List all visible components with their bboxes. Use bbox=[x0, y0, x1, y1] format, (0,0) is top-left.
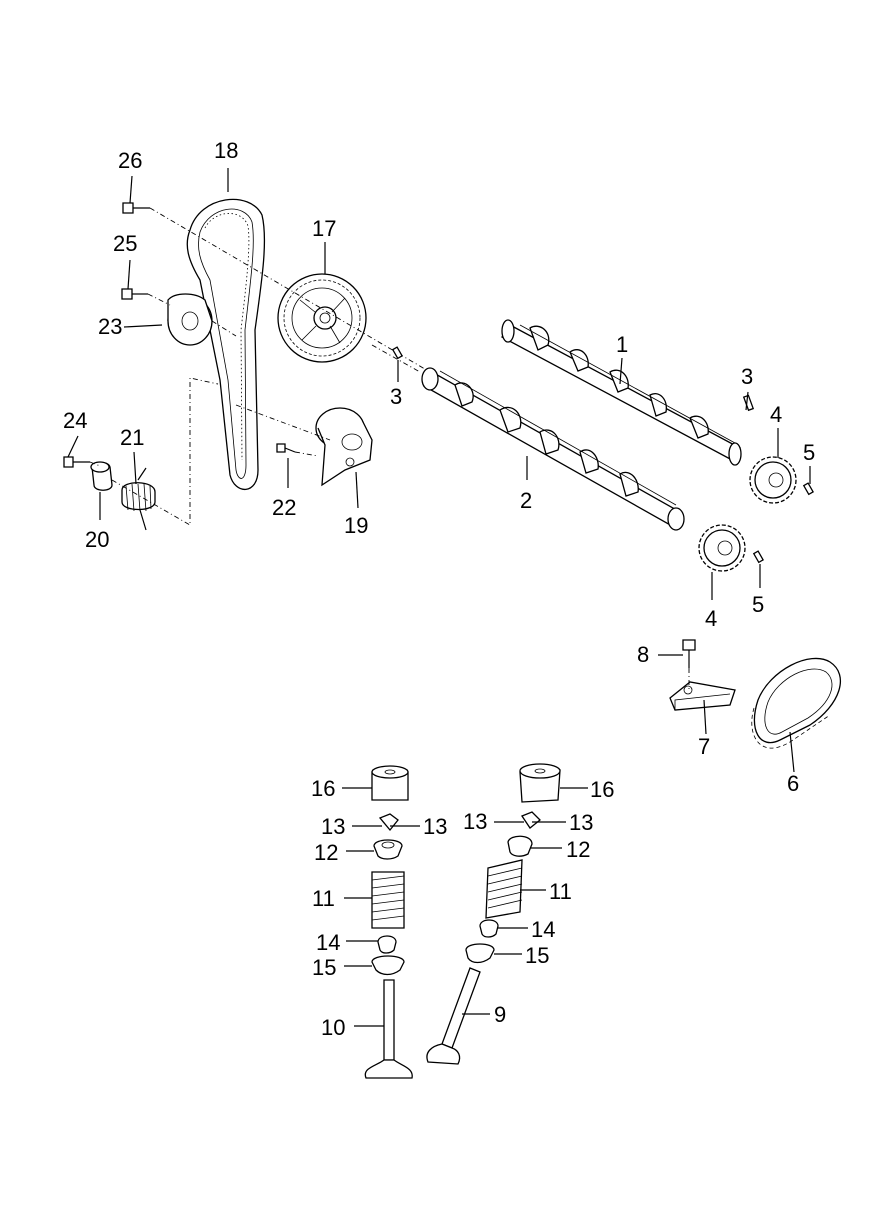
label-11b: 11 bbox=[549, 879, 572, 904]
label-25: 25 bbox=[113, 231, 137, 256]
camshaft-lower bbox=[421, 367, 685, 531]
label-13b: 13 bbox=[423, 814, 447, 839]
camshaft-upper bbox=[501, 319, 742, 466]
label-13a: 13 bbox=[321, 814, 345, 839]
label-14a: 14 bbox=[316, 930, 340, 955]
label-9: 9 bbox=[494, 1002, 506, 1027]
label-16a: 16 bbox=[311, 776, 335, 801]
label-17: 17 bbox=[312, 216, 336, 241]
label-1: 1 bbox=[616, 332, 628, 357]
bushing-and-spring bbox=[90, 461, 156, 531]
cam-gears-small bbox=[698, 456, 797, 572]
label-8: 8 bbox=[637, 642, 649, 667]
label-22: 22 bbox=[272, 495, 296, 520]
label-6: 6 bbox=[787, 771, 799, 796]
valve-train-right bbox=[426, 763, 561, 1065]
label-19: 19 bbox=[344, 513, 368, 538]
label-21: 21 bbox=[120, 425, 144, 450]
leader-lines bbox=[67, 168, 811, 1027]
label-10: 10 bbox=[321, 1015, 345, 1040]
label-12b: 12 bbox=[566, 837, 590, 862]
label-13c: 13 bbox=[463, 809, 487, 834]
label-2: 2 bbox=[520, 488, 532, 513]
label-24: 24 bbox=[63, 408, 87, 433]
label-15a: 15 bbox=[312, 955, 336, 980]
timing-belt bbox=[186, 198, 266, 491]
label-20: 20 bbox=[85, 527, 109, 552]
part-labels: 26 18 25 17 23 3 24 21 22 19 20 1 3 4 5 … bbox=[63, 138, 815, 1040]
bolts bbox=[63, 202, 296, 468]
label-3a: 3 bbox=[390, 384, 402, 409]
label-5b: 5 bbox=[752, 592, 764, 617]
chain-guide bbox=[669, 639, 736, 711]
valve-train-left bbox=[364, 765, 413, 1079]
center-lines bbox=[89, 207, 431, 526]
cam-sprocket bbox=[277, 273, 367, 363]
idler-pulley bbox=[167, 293, 213, 346]
label-18: 18 bbox=[214, 138, 238, 163]
timing-chain bbox=[751, 657, 841, 749]
label-16b: 16 bbox=[590, 777, 614, 802]
label-4a: 4 bbox=[770, 402, 782, 427]
label-15b: 15 bbox=[525, 943, 549, 968]
label-23: 23 bbox=[98, 314, 122, 339]
label-4b: 4 bbox=[705, 606, 717, 631]
label-7: 7 bbox=[698, 734, 710, 759]
tensioner bbox=[315, 407, 373, 487]
label-12a: 12 bbox=[314, 840, 338, 865]
label-3b: 3 bbox=[741, 364, 753, 389]
label-5a: 5 bbox=[803, 440, 815, 465]
label-13d: 13 bbox=[569, 810, 593, 835]
label-14b: 14 bbox=[531, 917, 555, 942]
label-11a: 11 bbox=[312, 886, 335, 911]
label-26: 26 bbox=[118, 148, 142, 173]
pins bbox=[391, 346, 814, 564]
